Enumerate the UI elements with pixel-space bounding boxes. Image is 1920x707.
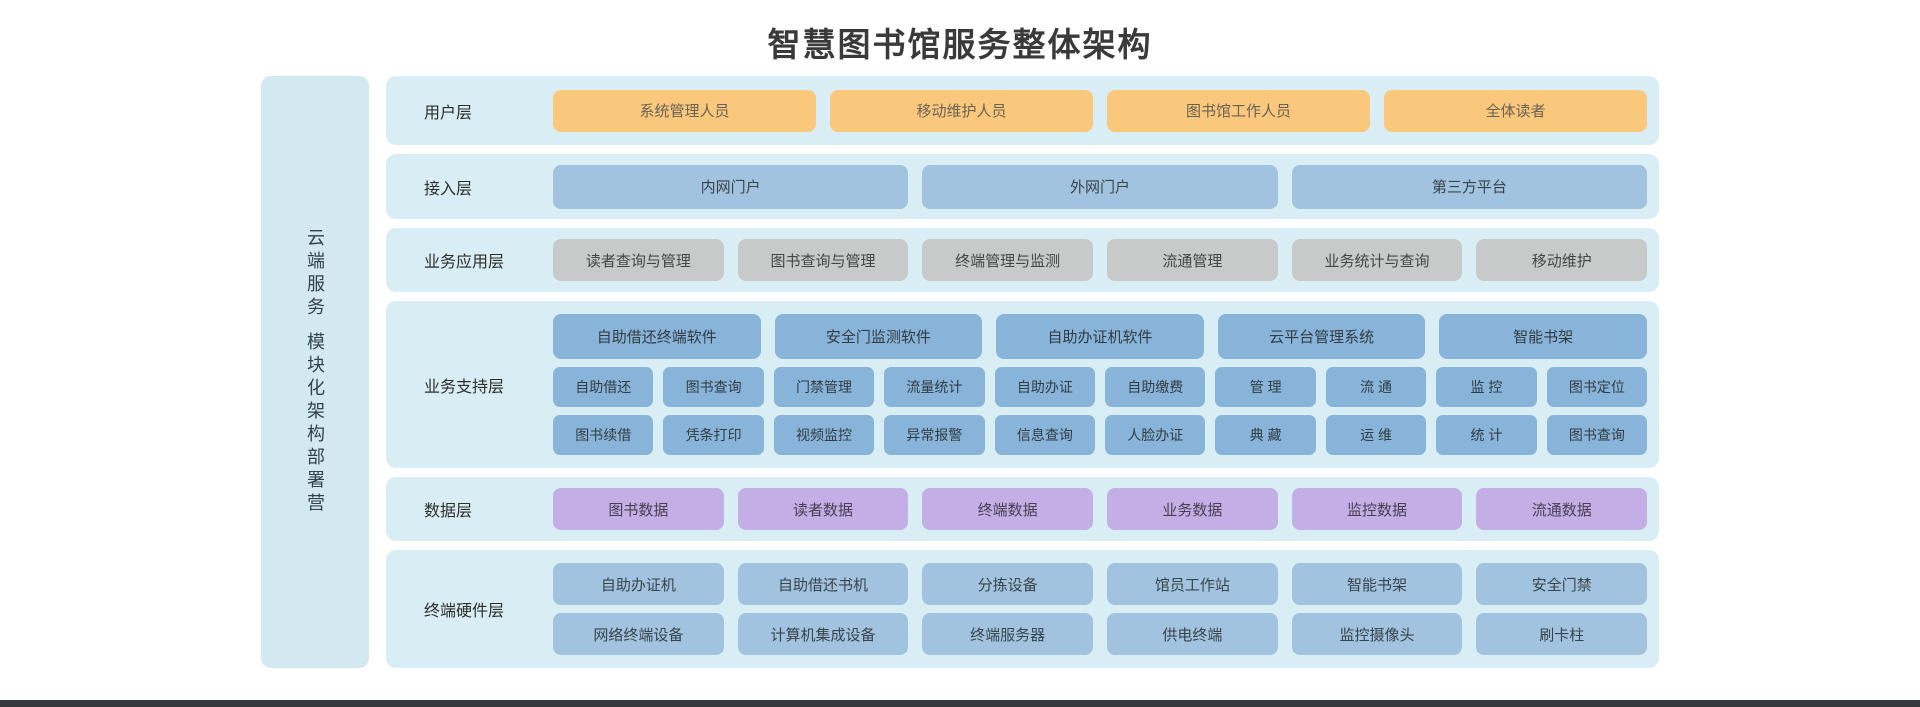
box-row: 自助借还终端软件安全门监测软件自助办证机软件云平台管理系统智能书架 <box>553 314 1647 359</box>
box-hardware: 自助借还书机 <box>737 563 909 605</box>
layer-label-support: 业务支持层 <box>424 378 505 396</box>
box-data: 业务数据 <box>1107 488 1278 530</box>
box-support: 凭条打印 <box>663 415 764 455</box>
architecture-diagram: 云端服务 模块化架构部署营 用户层 系统管理人员移动维护人员图书馆工作人员全体读者… <box>261 76 1659 668</box>
box-support: 云平台管理系统 <box>1217 314 1426 359</box>
box-data: 终端数据 <box>922 488 1094 530</box>
box-data: 读者数据 <box>737 488 909 530</box>
box-data: 流通数据 <box>1476 488 1648 530</box>
box-hardware: 自助办证机 <box>553 563 724 605</box>
box-app: 移动维护 <box>1476 239 1648 281</box>
box-support: 图书查询 <box>1546 415 1648 455</box>
box-hardware: 安全门禁 <box>1476 563 1648 605</box>
layer-data: 数据层 图书数据读者数据终端数据业务数据监控数据流通数据 <box>386 477 1659 541</box>
layer-rows: 用户层 系统管理人员移动维护人员图书馆工作人员全体读者接入层 内网门户外网门户第三方… <box>386 76 1659 668</box>
sidebar-vertical-text-2: 模块化架构部署营 <box>305 332 325 516</box>
box-access: 外网门户 <box>922 164 1278 209</box>
box-support: 流量统计 <box>884 367 985 407</box>
box-support: 异常报警 <box>884 415 985 455</box>
layer-label-app: 业务应用层 <box>424 254 505 271</box>
box-support: 信息查询 <box>994 415 1096 455</box>
box-support: 典 藏 <box>1215 415 1316 455</box>
box-hardware: 分拣设备 <box>922 563 1094 605</box>
box-support: 图书查询 <box>663 367 764 407</box>
box-app: 终端管理与监测 <box>922 239 1094 281</box>
layer-support: 业务支持层自助借还终端软件安全门监测软件自助办证机软件云平台管理系统智能书架自助… <box>386 301 1659 468</box>
layer-label-user: 用户层 <box>424 104 473 122</box>
layer-app: 业务应用层 读者查询与管理图书查询与管理终端管理与监测流通管理业务统计与查询移动维… <box>386 228 1659 292</box>
box-support: 人脸办证 <box>1105 415 1206 455</box>
box-hardware: 监控摄像头 <box>1291 613 1463 655</box>
box-hardware: 馆员工作站 <box>1107 563 1278 605</box>
bottom-divider-bar <box>0 700 1920 707</box>
box-data: 监控数据 <box>1291 488 1463 530</box>
box-row: 网络终端设备计算机集成设备终端服务器供电终端监控摄像头刷卡柱 <box>553 613 1648 655</box>
sidebar-vertical-text-1: 云端服务 <box>305 228 325 320</box>
box-support: 自助办证机软件 <box>996 314 1204 359</box>
layer-boxes-access: 内网门户外网门户第三方平台 <box>553 164 1647 209</box>
box-app: 读者查询与管理 <box>553 239 724 281</box>
layer-boxes-support: 自助借还终端软件安全门监测软件自助办证机软件云平台管理系统智能书架自助借还图书查… <box>553 314 1648 455</box>
box-hardware: 计算机集成设备 <box>737 613 909 655</box>
box-support: 图书续借 <box>553 415 654 455</box>
box-support: 图书定位 <box>1546 367 1648 407</box>
box-support: 运 维 <box>1325 415 1427 455</box>
box-support: 统 计 <box>1436 415 1537 455</box>
box-hardware: 智能书架 <box>1291 563 1463 605</box>
box-row: 图书续借凭条打印视频监控异常报警信息查询人脸办证典 藏运 维统 计图书查询 <box>553 415 1648 455</box>
box-row: 读者查询与管理图书查询与管理终端管理与监测流通管理业务统计与查询移动维护 <box>553 239 1648 281</box>
box-app: 图书查询与管理 <box>737 239 909 281</box>
box-hardware: 网络终端设备 <box>553 613 724 655</box>
box-support: 视频监控 <box>773 415 875 455</box>
box-hardware: 供电终端 <box>1107 613 1278 655</box>
box-support: 安全门监测软件 <box>774 314 983 359</box>
layer-access: 接入层 内网门户外网门户第三方平台 <box>386 154 1659 219</box>
box-support: 自助办证 <box>994 367 1096 407</box>
cloud-service-sidebar: 云端服务 模块化架构部署营 <box>261 76 369 668</box>
box-support: 自助借还 <box>553 367 654 407</box>
layer-hardware: 终端硬件层自助办证机自助借还书机分拣设备馆员工作站智能书架安全门禁网络终端设备计… <box>386 550 1659 668</box>
layer-boxes-hardware: 自助办证机自助借还书机分拣设备馆员工作站智能书架安全门禁网络终端设备计算机集成设… <box>553 563 1648 655</box>
box-app: 业务统计与查询 <box>1291 239 1463 281</box>
box-row: 系统管理人员移动维护人员图书馆工作人员全体读者 <box>553 89 1647 132</box>
box-data: 图书数据 <box>553 488 724 530</box>
box-support: 管 理 <box>1215 367 1316 407</box>
box-user: 系统管理人员 <box>553 89 816 132</box>
box-hardware: 刷卡柱 <box>1476 613 1648 655</box>
box-row: 内网门户外网门户第三方平台 <box>553 164 1647 209</box>
box-access: 内网门户 <box>553 164 909 209</box>
layer-label-hardware: 终端硬件层 <box>424 603 505 620</box>
box-access: 第三方平台 <box>1291 164 1647 209</box>
box-support: 自助缴费 <box>1105 367 1206 407</box>
box-support: 门禁管理 <box>773 367 875 407</box>
box-user: 图书馆工作人员 <box>1107 89 1370 132</box>
box-user: 全体读者 <box>1384 89 1647 132</box>
layer-user: 用户层 系统管理人员移动维护人员图书馆工作人员全体读者 <box>386 76 1659 145</box>
layer-boxes-app: 读者查询与管理图书查询与管理终端管理与监测流通管理业务统计与查询移动维护 <box>553 239 1648 281</box>
layer-boxes-user: 系统管理人员移动维护人员图书馆工作人员全体读者 <box>553 89 1647 132</box>
box-support: 流 通 <box>1325 367 1427 407</box>
box-app: 流通管理 <box>1107 239 1278 281</box>
layer-label-access: 接入层 <box>424 180 473 198</box>
box-support: 自助借还终端软件 <box>553 314 761 359</box>
box-row: 图书数据读者数据终端数据业务数据监控数据流通数据 <box>553 488 1648 530</box>
box-row: 自助借还图书查询门禁管理流量统计自助办证自助缴费管 理流 通监 控图书定位 <box>553 367 1648 407</box>
layer-label-data: 数据层 <box>424 503 473 520</box>
box-row: 自助办证机自助借还书机分拣设备馆员工作站智能书架安全门禁 <box>553 563 1648 605</box>
box-hardware: 终端服务器 <box>922 613 1094 655</box>
box-support: 智能书架 <box>1439 314 1647 359</box>
page-title: 智慧图书馆服务整体架构 <box>767 26 1153 63</box>
box-support: 监 控 <box>1436 367 1537 407</box>
layer-boxes-data: 图书数据读者数据终端数据业务数据监控数据流通数据 <box>553 488 1648 530</box>
box-user: 移动维护人员 <box>830 89 1093 132</box>
